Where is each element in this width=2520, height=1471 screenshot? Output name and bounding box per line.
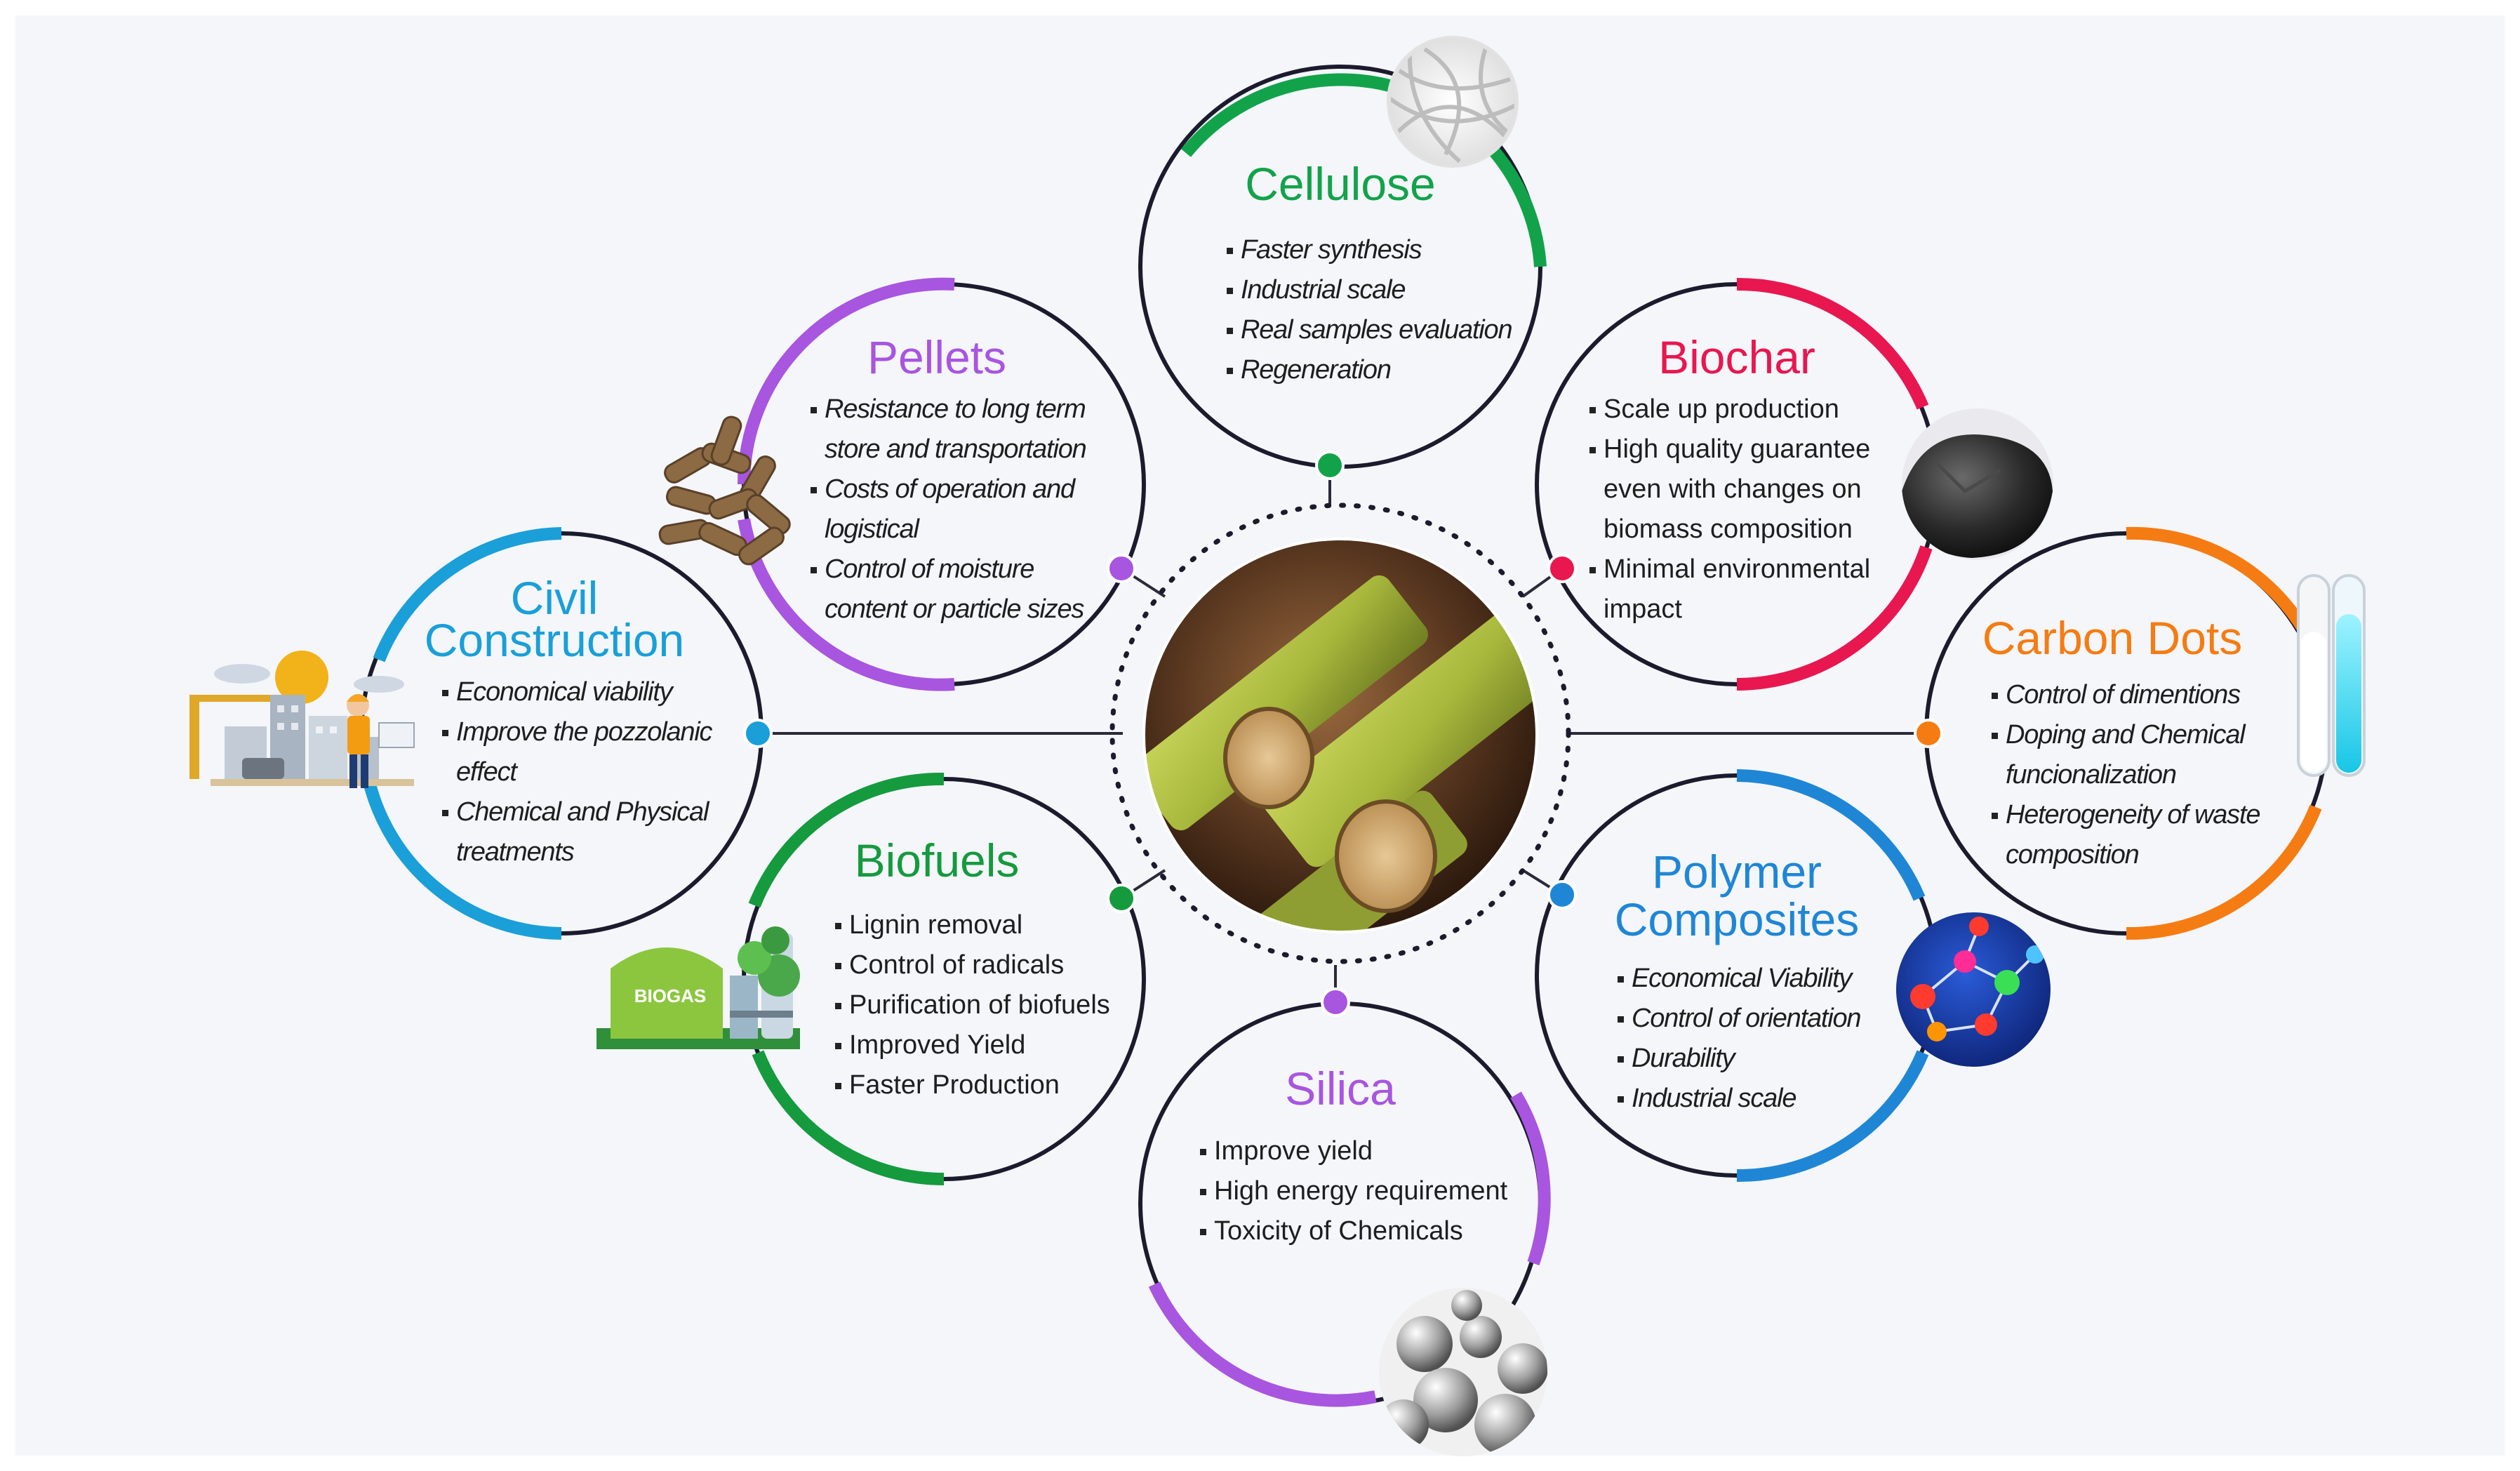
list-item: Lignin removal — [835, 905, 1144, 945]
list-item: Control of moisture content or particle … — [811, 550, 1102, 630]
pellets-pile-icon — [658, 415, 791, 566]
list-item: Control of orientation — [1618, 999, 1912, 1039]
test-tubes-icon — [2297, 574, 2366, 777]
list-item: Faster synthesis — [1227, 230, 1521, 270]
list-item: Economical viability — [442, 672, 737, 712]
list-item: Resistance to long term store and transp… — [811, 390, 1098, 470]
pellets-list: Resistance to long term store and transp… — [811, 390, 1105, 630]
list-item: Economical Viability — [1618, 959, 1912, 999]
biochar-list: Scale up production High quality guarant… — [1589, 390, 1898, 630]
list-item: Industrial scale — [1227, 270, 1521, 310]
civil-construction-title-line1: Civil — [510, 572, 599, 624]
list-item: Toxicity of Chemicals — [1200, 1211, 1523, 1251]
list-item: Purification of biofuels — [835, 985, 1144, 1025]
biofuels-title: Biofuels — [854, 834, 1020, 886]
silica-spheres-icon — [1379, 1288, 1547, 1456]
list-item: Costs of operation and logistical — [811, 470, 1091, 550]
list-item: Regeneration — [1227, 350, 1521, 390]
civil-construction-title-line2: Construction — [424, 614, 685, 666]
list-item: Chemical and Physical treatments — [442, 792, 709, 872]
cellulose-list: Faster synthesis Industrial scale Real s… — [1227, 230, 1521, 390]
carbon-dots-title: Carbon Dots — [1982, 612, 2243, 664]
list-item: Improved Yield — [835, 1025, 1144, 1065]
list-item: Durability — [1618, 1039, 1912, 1079]
list-item: Improve yield — [1200, 1131, 1523, 1171]
list-item: Real samples evaluation — [1227, 310, 1521, 350]
list-item: Control of radicals — [835, 945, 1144, 985]
polymer-composites-list: Economical Viability Control of orientat… — [1618, 959, 1912, 1119]
list-item: Scale up production — [1589, 390, 1898, 430]
list-item: Improve the pozzolanic effect — [442, 712, 744, 792]
list-item: High quality guarantee even with changes… — [1589, 430, 1888, 550]
center-dotted-ring — [1109, 502, 1571, 964]
biogas-plant-icon — [596, 926, 800, 1049]
biofuels-list: Lignin removal Control of radicals Purif… — [835, 905, 1144, 1105]
construction-site-icon — [189, 651, 415, 788]
molecule-network-icon — [1896, 912, 2051, 1067]
biochar-lump-icon — [1902, 408, 2053, 560]
sugarcane-photo — [1144, 539, 1537, 932]
pellets-title: Pellets — [867, 331, 1007, 383]
list-item: Industrial scale — [1618, 1079, 1912, 1119]
cellulose-fiber-icon — [1387, 36, 1519, 168]
connector-dots — [743, 451, 1943, 1017]
cellulose-title: Cellulose — [1245, 158, 1436, 210]
carbon-dots-list: Control of dimentions Doping and Chemica… — [1992, 675, 2286, 875]
list-item: Minimal environmental impact — [1589, 550, 1891, 630]
biogas-label: BIOGAS — [634, 985, 707, 1006]
polymer-composites-title-line2: Composites — [1614, 893, 1860, 945]
silica-title: Silica — [1285, 1063, 1396, 1114]
silica-list: Improve yield High energy requirement To… — [1200, 1131, 1523, 1251]
list-item: Faster Production — [835, 1065, 1144, 1105]
civil-construction-list: Economical viability Improve the pozzola… — [442, 672, 737, 872]
list-item: Heterogeneity of waste composition — [1992, 795, 2300, 875]
list-item: Doping and Chemical funcionalization — [1992, 715, 2279, 795]
list-item: Control of dimentions — [1992, 675, 2286, 715]
polymer-composites-title-line1: Polymer — [1651, 846, 1822, 898]
biochar-title: Biochar — [1658, 331, 1815, 383]
list-item: High energy requirement — [1200, 1171, 1523, 1211]
